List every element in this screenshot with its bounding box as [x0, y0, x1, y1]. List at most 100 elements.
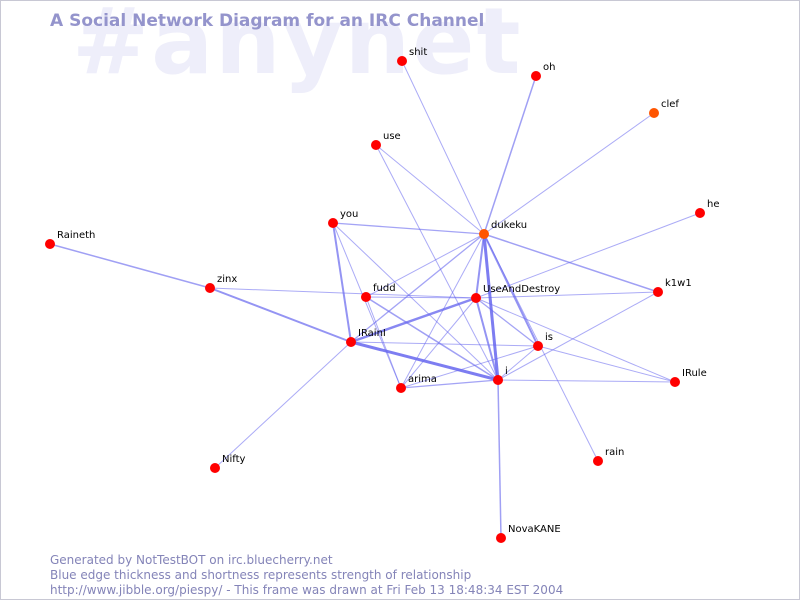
edge-use-dukeku — [375, 144, 485, 235]
node-dot-IRainl — [346, 337, 356, 347]
edge-clef-dukeku — [483, 112, 655, 235]
node-k1w1: k1w1 — [653, 278, 692, 297]
node-arima: arima — [396, 374, 437, 393]
node-label-clef: clef — [661, 99, 679, 110]
node-label-shit: shit — [409, 47, 427, 58]
edge-fudd-UseAndDestroy — [365, 296, 477, 299]
edge-UseAndDestroy-i — [475, 297, 499, 381]
node-UseAndDestroy: UseAndDestroy — [471, 284, 560, 303]
edge-Raineth-zinx — [49, 243, 211, 289]
node-label-use: use — [383, 131, 401, 142]
edge-UseAndDestroy-IRainl — [350, 296, 477, 344]
node-dot-fudd — [361, 292, 371, 302]
node-label-dukeku: dukeku — [491, 220, 527, 231]
node-dot-arima — [396, 383, 406, 393]
edge-oh-dukeku — [483, 75, 537, 235]
node-label-oh: oh — [543, 62, 555, 73]
edge-you-i — [332, 222, 499, 381]
edge-IRainl-i — [350, 340, 499, 382]
node-label-IRule: IRule — [682, 368, 707, 379]
node-clef: clef — [649, 99, 679, 118]
node-dot-you — [328, 218, 338, 228]
edge-shit-dukeku — [401, 60, 485, 235]
edge-UseAndDestroy-IRule — [475, 297, 676, 383]
edge-dukeku-UseAndDestroy — [475, 233, 485, 299]
node-he: he — [695, 199, 720, 218]
edge-IRainl-Nifty — [214, 341, 352, 469]
node-fudd: fudd — [361, 283, 396, 302]
node-dot-i — [493, 375, 503, 385]
node-label-UseAndDestroy: UseAndDestroy — [483, 284, 560, 295]
node-dot-shit — [397, 56, 407, 66]
edge-UseAndDestroy-arima — [400, 297, 477, 389]
edge-i-IRule — [497, 379, 676, 383]
edge-use-i — [375, 144, 499, 381]
edge-you-dukeku — [332, 222, 485, 235]
node-dot-NovaKANE — [496, 533, 506, 543]
edge-k1w1-i — [497, 291, 659, 381]
edge-UseAndDestroy-k1w1 — [475, 291, 659, 299]
channel-watermark: #anynet — [72, 0, 523, 95]
node-label-is: is — [545, 332, 553, 343]
footer-info: Generated by NotTestBOT on irc.bluecherr… — [50, 553, 563, 598]
node-you: you — [328, 209, 358, 228]
node-use: use — [371, 131, 401, 150]
node-label-Raineth: Raineth — [57, 230, 95, 241]
node-Nifty: Nifty — [210, 454, 246, 473]
node-label-NovaKANE: NovaKANE — [508, 524, 561, 535]
edge-arima-i — [400, 379, 499, 389]
diagram-title: A Social Network Diagram for an IRC Chan… — [50, 11, 485, 31]
node-dot-rain — [593, 456, 603, 466]
node-label-rain: rain — [605, 447, 624, 458]
node-dot-dukeku — [479, 229, 489, 239]
edge-zinx-UseAndDestroy — [209, 287, 477, 299]
node-is: is — [533, 332, 553, 351]
node-oh: oh — [531, 62, 555, 81]
edge-is-i — [497, 345, 539, 381]
node-IRule: IRule — [670, 368, 707, 387]
node-label-IRainl: IRainI — [358, 328, 386, 339]
edges-layer — [49, 60, 701, 539]
node-dot-k1w1 — [653, 287, 663, 297]
node-rain: rain — [593, 447, 624, 466]
edge-dukeku-IRainl — [350, 233, 485, 343]
footer-source-timestamp: http://www.jibble.org/piespy/ - This fra… — [50, 583, 564, 597]
edge-IRainl-is — [350, 341, 539, 347]
edge-fudd-i — [365, 296, 499, 381]
footer-generated-by: Generated by NotTestBOT on irc.bluecherr… — [50, 553, 333, 567]
edge-i-NovaKANE — [497, 379, 502, 539]
node-dot-zinx — [205, 283, 215, 293]
edge-dukeku-i — [482, 233, 500, 381]
edge-you-IRainl — [332, 222, 352, 343]
node-IRainl: IRainI — [346, 328, 386, 347]
node-dot-Raineth — [45, 239, 55, 249]
edge-dukeku-fudd — [365, 233, 485, 298]
node-dot-UseAndDestroy — [471, 293, 481, 303]
edge-is-arima — [400, 345, 539, 389]
node-dot-oh — [531, 71, 541, 81]
node-dot-he — [695, 208, 705, 218]
edge-he-UseAndDestroy — [475, 212, 701, 299]
node-Raineth: Raineth — [45, 230, 95, 249]
node-label-he: he — [707, 199, 720, 210]
node-label-k1w1: k1w1 — [665, 278, 692, 289]
node-dot-Nifty — [210, 463, 220, 473]
node-label-fudd: fudd — [373, 283, 396, 294]
node-label-zinx: zinx — [217, 274, 237, 285]
node-zinx: zinx — [205, 274, 237, 293]
node-label-you: you — [340, 209, 358, 220]
edge-dukeku-k1w1 — [483, 233, 659, 293]
edge-zinx-IRainl — [209, 287, 352, 343]
node-NovaKANE: NovaKANE — [496, 524, 561, 543]
edge-is-IRule — [537, 345, 676, 383]
edge-UseAndDestroy-is — [475, 297, 539, 347]
node-i: i — [493, 366, 508, 385]
footer-legend-note: Blue edge thickness and shortness repres… — [50, 568, 472, 582]
node-label-Nifty: Nifty — [222, 454, 246, 465]
edge-you-arima — [332, 222, 402, 389]
node-label-i: i — [505, 366, 508, 377]
node-dukeku: dukeku — [479, 220, 527, 239]
node-dot-clef — [649, 108, 659, 118]
